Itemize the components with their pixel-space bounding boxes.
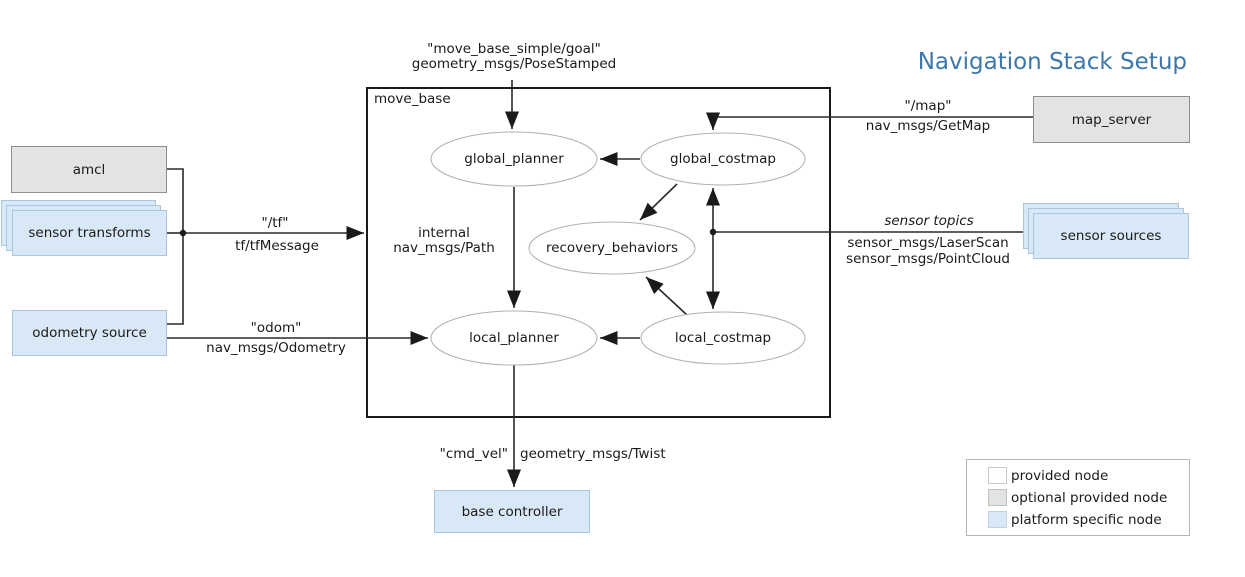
base-controller-node: base controller [434,490,590,533]
odom-type: nav_msgs/Odometry [206,340,346,356]
sensor-sources-node: sensor sources [1033,213,1189,259]
cmd-vel-topic: "cmd_vel" [439,446,508,462]
global-planner-label: global_planner [464,151,564,167]
optional-provided-node-swatch [988,489,1007,506]
goal-edge-label: "move_base_simple/goal" geometry_msgs/Po… [412,42,617,72]
platform-specific-node-swatch [988,511,1007,528]
move-base-label: move_base [374,91,451,107]
global-costmap-ellipse [640,132,806,186]
local-costmap-label: local_costmap [674,330,772,346]
sensor-type-pointcloud: sensor_msgs/PointCloud [846,251,1010,267]
recovery-behaviors-label: recovery_behaviors [545,240,679,256]
sensor-topics-label: sensor topics [884,213,974,229]
sensor-transforms-node: sensor transforms [12,210,167,256]
edge-global-costmap-to-recovery [639,183,678,221]
base-controller-label: base controller [461,503,563,520]
provided-node-label: provided node [1011,467,1109,484]
move-base-container [366,87,831,418]
sensor-type-laserscan: sensor_msgs/LaserScan [847,235,1009,251]
recovery-behaviors-ellipse [528,221,696,275]
global-planner-ellipse [430,131,598,187]
map-type: nav_msgs/GetMap [865,118,991,134]
edge-map [705,112,1033,130]
local-planner-ellipse [430,310,598,366]
cmd-vel-type: geometry_msgs/Twist [520,446,666,462]
tf-type: tf/tfMessage [235,238,319,254]
global-costmap-label: global_costmap [670,151,776,167]
provided-node-swatch [988,467,1007,484]
local-planner-label: local_planner [469,330,559,346]
amcl-node: amcl [11,146,167,193]
internal-label: internal [418,225,470,241]
map-server-node: map_server [1033,96,1190,143]
map-topic: "/map" [904,98,952,114]
edge-local-costmap-to-recovery [645,276,688,316]
map-server-label: map_server [1071,111,1152,128]
odometry-source-label: odometry source [32,325,147,341]
legend-row-platform: platform specific node [988,511,1189,529]
page-title: Navigation Stack Setup [917,49,1187,75]
internal-edge-label: internal nav_msgs/Path [393,226,495,256]
platform-specific-node-label: platform specific node [1011,511,1162,528]
goal-type: geometry_msgs/PoseStamped [411,56,617,72]
tf-junction-dot [179,229,187,237]
sensor-transforms-label: sensor transforms [28,225,151,241]
amcl-label: amcl [72,161,106,178]
goal-topic: "move_base_simple/goal" [427,41,601,57]
edge-tf-junction [167,168,184,325]
sensor-sources-label: sensor sources [1060,228,1162,244]
sensor-junction-dot [709,228,717,236]
optional-provided-node-label: optional provided node [1011,489,1168,506]
local-costmap-ellipse [640,311,806,365]
odometry-source-node: odometry source [12,310,167,356]
tf-topic: "/tf" [261,215,289,231]
legend-row-optional: optional provided node [988,489,1189,507]
odom-topic: "odom" [250,320,302,336]
internal-type: nav_msgs/Path [393,240,495,256]
legend-row-provided: provided node [988,467,1189,485]
legend: provided node optional provided node pla… [966,459,1190,536]
